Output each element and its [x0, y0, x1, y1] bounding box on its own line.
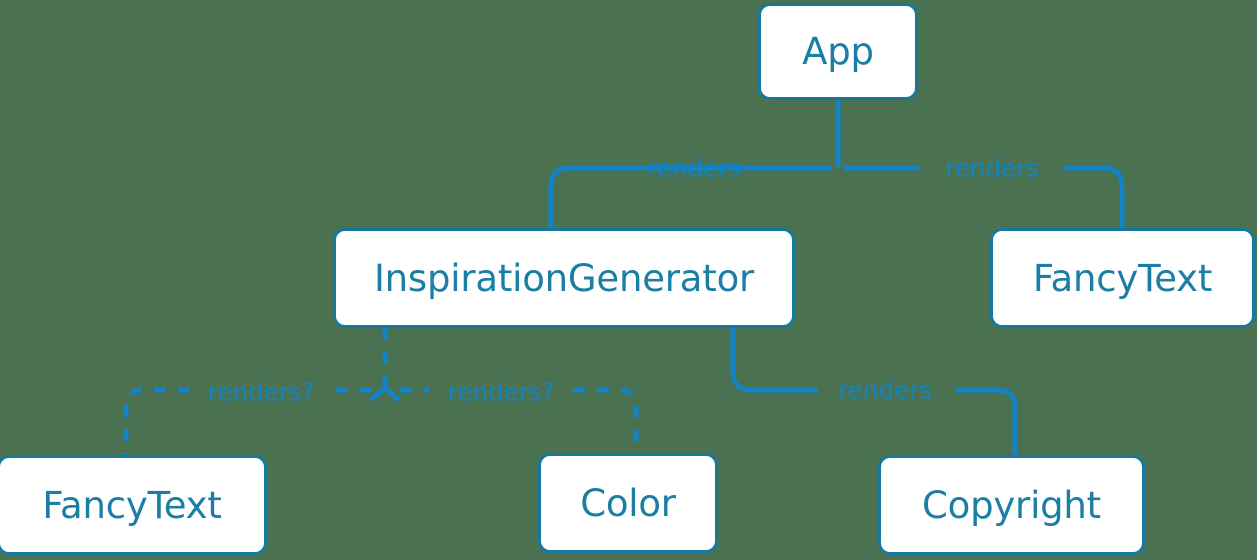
node-copyright-label: Copyright: [922, 483, 1101, 527]
node-fancytext-bottom-label: FancyText: [42, 483, 222, 527]
edge-label-inspirationgenerator-color: renders?: [447, 377, 555, 407]
node-copyright[interactable]: Copyright: [878, 455, 1145, 555]
node-fancytext-bottom[interactable]: FancyText: [0, 455, 267, 555]
node-app-label: App: [802, 30, 874, 73]
edge-label-app-inspirationgenerator: renders: [647, 153, 741, 183]
node-color[interactable]: Color: [538, 453, 718, 553]
edge-label-inspirationgenerator-fancytext: renders?: [207, 377, 315, 407]
node-color-label: Color: [580, 481, 676, 525]
node-fancytext-top-label: FancyText: [1032, 256, 1213, 300]
node-inspirationgenerator[interactable]: InspirationGenerator: [333, 228, 795, 328]
edge-app-inspirationgenerator-path: [548, 165, 832, 228]
node-fancytext-top[interactable]: FancyText: [990, 228, 1255, 328]
edge-inspirationgenerator-fancytext-path: [123, 387, 371, 455]
edge-app-fancytext-path: [844, 165, 1125, 228]
edge-inspirationgenerator-copyright-path: [730, 328, 1018, 455]
edge-dashed-junction-chevron: [369, 384, 401, 402]
node-app[interactable]: App: [758, 3, 918, 100]
edge-label-app-fancytext: renders: [945, 153, 1039, 183]
node-inspirationgenerator-label: InspirationGenerator: [373, 256, 755, 300]
edge-label-inspirationgenerator-copyright: renders: [838, 375, 932, 405]
edge-inspirationgenerator-color-path: [399, 387, 639, 453]
